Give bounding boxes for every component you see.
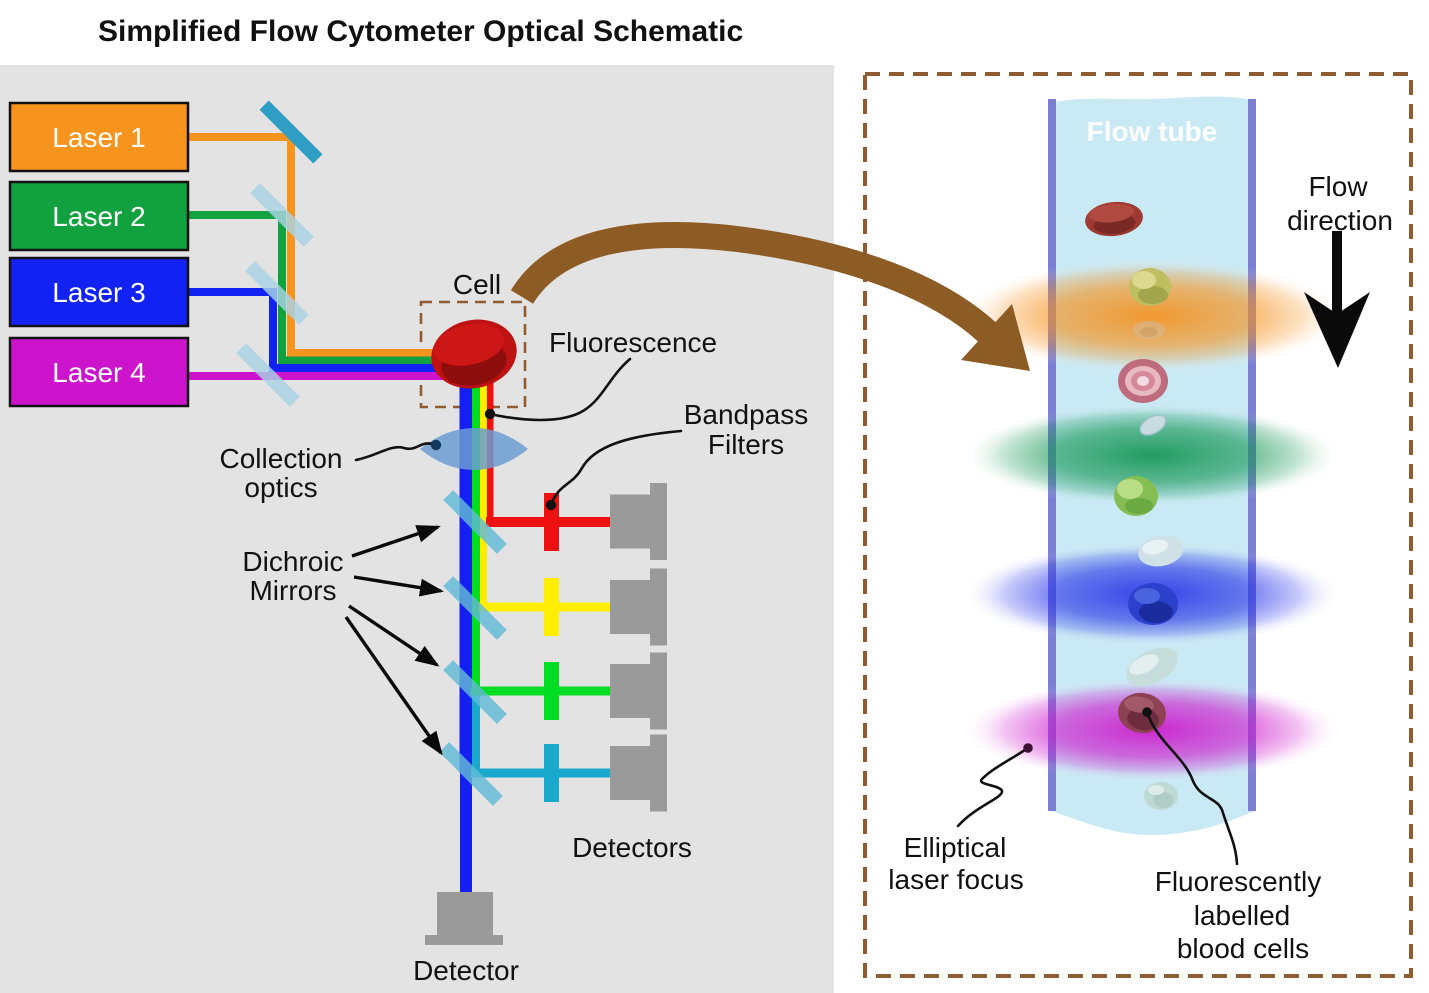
- dichroic-mirrors-label-line1: Dichroic: [242, 546, 343, 577]
- flow-direction-arrow-icon: [1304, 231, 1370, 368]
- dichroic-pointer-arrows: [344, 525, 444, 756]
- laser-sources: Laser 1 Laser 2 Laser 3 Laser 4: [8, 101, 190, 408]
- arrow-icon: [348, 604, 440, 667]
- bandpass-leader-line: [549, 429, 683, 507]
- dichroic-mirror-icon: [236, 343, 300, 407]
- beam-yellow: [480, 380, 487, 607]
- laser1-beam: [188, 133, 445, 357]
- detector-icon: [610, 734, 667, 812]
- flow-view-dashed-border: [863, 72, 1413, 978]
- detector-label: Detector: [413, 955, 519, 986]
- cell-icon: [431, 319, 517, 389]
- detector-icon: [610, 483, 667, 560]
- blood-cells: [1085, 201, 1184, 810]
- detector-icon: [610, 652, 667, 730]
- flow-tube-panel: Flow tube Flow direction Elliptical lase…: [863, 72, 1413, 978]
- detector-icon: [610, 568, 667, 646]
- optical-schematic-panel: Laser 1 Laser 2 Laser 3 Laser 4: [0, 65, 834, 993]
- blood-cell: [1144, 782, 1178, 810]
- blood-cell: [1114, 476, 1158, 516]
- laser4-box: [8, 336, 190, 408]
- blood-cell: [1118, 692, 1166, 734]
- leader-dot: [1142, 707, 1152, 717]
- laser2-box: [8, 180, 190, 252]
- labelled-cells-label-line1: Fluorescently: [1155, 866, 1322, 897]
- dichroic-mirror-icon: [250, 183, 314, 247]
- teal-filter: [544, 744, 559, 802]
- labelled-cells-label-line3: blood cells: [1177, 933, 1309, 964]
- cascade-dichroic-mirrors: [439, 490, 507, 806]
- green-branch-beam: [471, 686, 612, 696]
- leader-dot: [1023, 743, 1033, 753]
- fluorescence-label: Fluorescence: [549, 327, 717, 358]
- beam-blue-tail: [460, 773, 472, 892]
- leader-dot: [430, 439, 442, 451]
- arrow-icon: [351, 525, 441, 558]
- laser2-label: Laser 2: [52, 201, 145, 232]
- detectors-label: Detectors: [572, 832, 692, 863]
- yellow-filter: [544, 578, 559, 636]
- laser4-label: Laser 4: [52, 357, 145, 388]
- beam-green: [472, 380, 480, 691]
- collection-optics-label-line2: optics: [244, 472, 317, 503]
- teal-branch-beam: [471, 768, 612, 778]
- dichroic-mirrors-label-line2: Mirrors: [249, 575, 336, 606]
- collection-optics-label-line1: Collection: [220, 443, 343, 474]
- flow-direction-label-line2: direction: [1287, 205, 1393, 236]
- elliptical-focus-leader-line: [956, 746, 1030, 828]
- laser1-box: [8, 101, 190, 173]
- dichroic-mirror-icon: [443, 490, 507, 554]
- bandpass-filters-label-line1: Bandpass: [684, 399, 809, 430]
- dichroic-mirror-icon: [443, 660, 507, 724]
- cell-label: Cell: [453, 269, 501, 300]
- labelled-cells-leader-line: [1145, 710, 1239, 866]
- dichroic-mirror-icon: [245, 261, 309, 325]
- laser-combining-mirrors: [236, 100, 323, 407]
- orange-laser-focus: [957, 259, 1347, 373]
- flow-tube-label: Flow tube: [1087, 116, 1218, 147]
- blood-cell: [1085, 201, 1143, 237]
- laser-beams: [188, 133, 445, 380]
- labelled-cells-label-line2: labelled: [1194, 900, 1291, 931]
- leader-dot: [545, 499, 557, 511]
- blood-cell: [1118, 359, 1168, 403]
- zoom-callout-arrow-icon: [510, 222, 1030, 371]
- dichroic-mirror-icon: [439, 742, 503, 806]
- collection-lens-icon: [420, 428, 528, 470]
- blood-cell: [1138, 535, 1184, 567]
- elliptical-focus-label-line2: laser focus: [888, 864, 1023, 895]
- green-filter: [544, 662, 559, 720]
- flow-direction-label-line1: Flow: [1308, 171, 1368, 202]
- mirror-icon: [259, 100, 323, 164]
- blood-cell: [1139, 414, 1167, 436]
- blood-cell: [1128, 583, 1178, 625]
- fluorescence-leader-line: [488, 357, 632, 422]
- laser3-box: [8, 256, 190, 328]
- laser3-label: Laser 3: [52, 277, 145, 308]
- arrow-icon: [344, 616, 443, 756]
- elliptical-focus-label-line1: Elliptical: [904, 832, 1007, 863]
- dichroic-mirror-icon: [443, 576, 507, 640]
- laser2-beam: [188, 211, 445, 365]
- page-title: Simplified Flow Cytometer Optical Schema…: [98, 15, 743, 48]
- laser3-beam: [188, 288, 445, 372]
- green-laser-focus: [962, 403, 1342, 507]
- collection-optics-leader-line: [354, 442, 438, 462]
- side-detectors: [425, 483, 667, 945]
- blood-cell: [1126, 647, 1178, 687]
- blood-cell: [1129, 268, 1171, 306]
- arrow-icon: [353, 575, 444, 597]
- blood-cell: [1133, 321, 1165, 339]
- beam-teal: [472, 691, 480, 773]
- leader-dot: [484, 408, 496, 420]
- laser1-label: Laser 1: [52, 122, 145, 153]
- bottom-detector-icon: [425, 892, 503, 945]
- bandpass-filters-label-line2: Filters: [708, 429, 784, 460]
